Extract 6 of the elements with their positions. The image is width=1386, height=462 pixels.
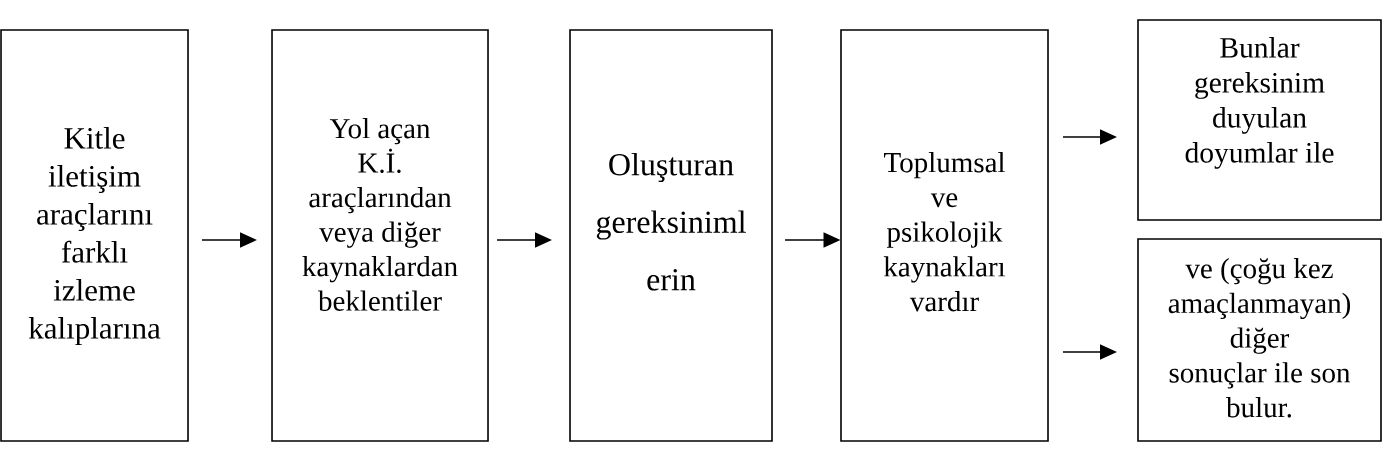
text-box: Bunlar gereksinim duyulan doyumlar ile	[1137, 19, 1382, 221]
text-box: Kitle iletişim araçlarını farklı izleme kalıplarına	[0, 29, 189, 442]
text-box: Toplumsal ve psikolojik kaynakları vardır	[840, 29, 1049, 442]
text-box: Yol açan K.İ. araçlarından veya diğer kaynaklardan beklentiler	[271, 29, 489, 442]
text-box: Oluşturan gereksiniml erin	[569, 29, 773, 442]
text-box: ve (çoğu kez amaçlanmayan) diğer sonuçlar ile son bulur.	[1137, 238, 1382, 442]
